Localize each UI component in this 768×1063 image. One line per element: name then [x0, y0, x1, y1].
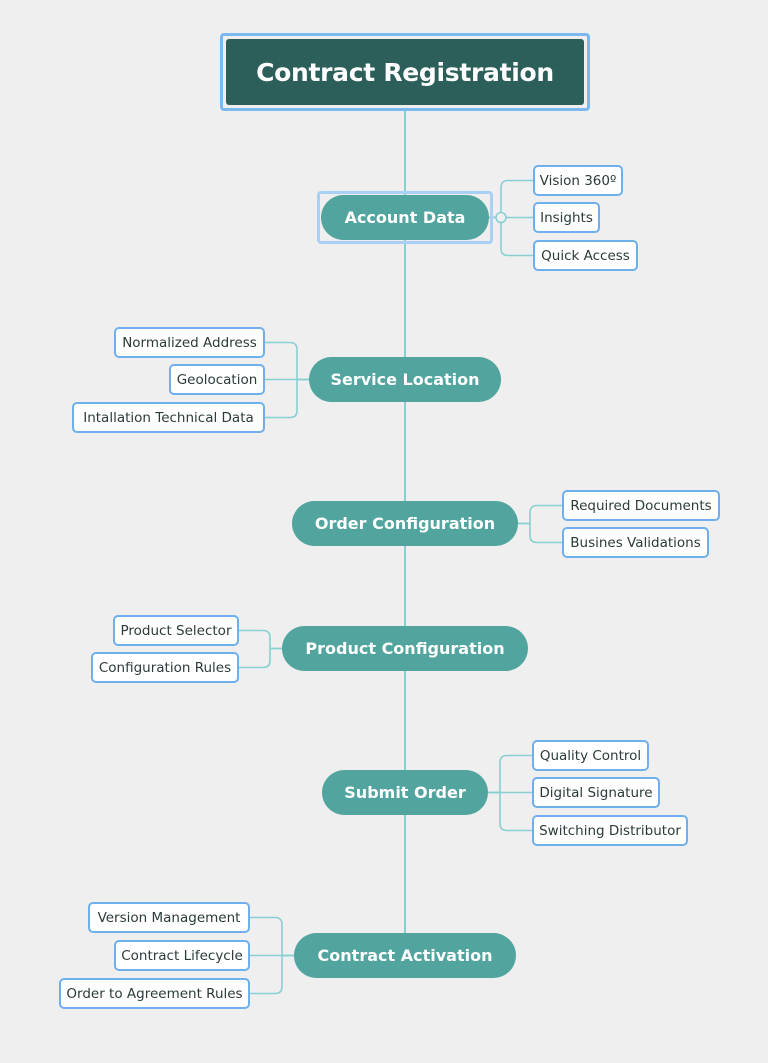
leaf-label: Intallation Technical Data	[83, 409, 254, 426]
leaf-business-validations[interactable]: Busines Validations	[562, 527, 709, 558]
leaf-connector	[265, 341, 309, 381]
root-node[interactable]: Contract Registration	[220, 33, 590, 111]
leaf-connector	[488, 791, 532, 832]
leaf-label: Version Management	[97, 909, 241, 926]
leaf-connector	[265, 378, 309, 419]
root-label: Contract Registration	[226, 39, 584, 105]
leaf-switching-distributor[interactable]: Switching Distributor	[532, 815, 688, 846]
branch-order-configuration[interactable]: Order Configuration	[292, 501, 518, 546]
leaf-order-to-agreement-rules[interactable]: Order to Agreement Rules	[59, 978, 250, 1009]
leaf-label: Required Documents	[570, 497, 712, 514]
leaf-insights[interactable]: Insights	[533, 202, 600, 233]
leaf-label: Switching Distributor	[539, 822, 681, 839]
branch-label: Contract Activation	[317, 946, 493, 965]
leaf-label: Order to Agreement Rules	[66, 985, 243, 1002]
leaf-installation-technical-data[interactable]: Intallation Technical Data	[72, 402, 265, 433]
leaf-label: Configuration Rules	[98, 659, 232, 676]
leaf-connector	[518, 522, 562, 544]
collapse-toggle	[495, 211, 507, 224]
branch-product-configuration[interactable]: Product Configuration	[282, 626, 528, 671]
leaf-label: Normalized Address	[122, 334, 257, 351]
branch-label: Account Data	[344, 208, 466, 227]
leaf-quality-control[interactable]: Quality Control	[532, 740, 649, 771]
leaf-version-management[interactable]: Version Management	[88, 902, 250, 933]
leaf-connector	[489, 216, 533, 257]
selection-frame	[317, 191, 493, 244]
leaf-label: Vision 360º	[539, 172, 617, 189]
leaf-contract-lifecycle[interactable]: Contract Lifecycle	[114, 940, 250, 971]
leaf-normalized-address[interactable]: Normalized Address	[114, 327, 265, 358]
leaf-configuration-rules[interactable]: Configuration Rules	[91, 652, 239, 683]
leaf-geolocation[interactable]: Geolocation	[169, 364, 265, 395]
leaf-label: Geolocation	[176, 371, 258, 388]
leaf-label: Product Selector	[120, 622, 232, 639]
leaf-label: Quick Access	[541, 247, 630, 264]
leaf-connector	[239, 629, 282, 650]
leaf-label: Insights	[540, 209, 593, 226]
leaf-quick-access[interactable]: Quick Access	[533, 240, 638, 271]
leaf-connector	[489, 179, 533, 219]
branch-label: Product Configuration	[305, 639, 505, 658]
leaf-required-documents[interactable]: Required Documents	[562, 490, 720, 521]
leaf-label: Digital Signature	[539, 784, 653, 801]
leaf-label: Busines Validations	[570, 534, 701, 551]
branch-label: Order Configuration	[314, 514, 496, 533]
branch-service-location[interactable]: Service Location	[309, 357, 501, 402]
leaf-vision-360[interactable]: Vision 360º	[533, 165, 623, 196]
leaf-connector	[250, 954, 294, 995]
leaf-connector	[518, 504, 562, 525]
leaf-label: Contract Lifecycle	[121, 947, 243, 964]
leaf-connector	[239, 647, 282, 669]
leaf-product-selector[interactable]: Product Selector	[113, 615, 239, 646]
leaf-digital-signature[interactable]: Digital Signature	[532, 777, 660, 808]
branch-account-data[interactable]: Account Data	[321, 195, 489, 240]
leaf-label: Quality Control	[539, 747, 642, 764]
leaf-connector	[250, 916, 294, 957]
branch-submit-order[interactable]: Submit Order	[322, 770, 488, 815]
branch-label: Submit Order	[344, 783, 466, 802]
branch-label: Service Location	[330, 370, 480, 389]
branch-contract-activation[interactable]: Contract Activation	[294, 933, 516, 978]
leaf-connector	[488, 754, 532, 794]
